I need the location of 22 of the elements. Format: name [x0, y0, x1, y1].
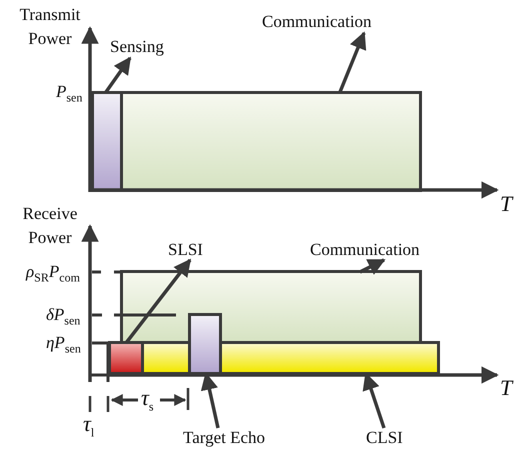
axis-title: Receive Power [22, 203, 78, 249]
axis-title: Transmit Power [18, 4, 82, 50]
leader-arrow [104, 56, 132, 93]
power-bar [108, 341, 144, 375]
annotation-text: CLSI [366, 428, 403, 447]
leader-arrow [338, 31, 366, 93]
level-label: δP$_{sen}$ [46, 305, 80, 330]
annotation-text: Sensing [110, 37, 164, 56]
leader-arrow [124, 258, 192, 344]
power-bar [188, 313, 222, 375]
annotation-text: Target Echo [183, 428, 266, 447]
annotation-text: SLSI [168, 240, 203, 259]
annotation-text: Communication [262, 12, 372, 31]
leader-arrow [359, 258, 386, 275]
level-label: ρ$_{SR}$P$_{com}$ [26, 262, 80, 286]
annotation-text: Communication [310, 240, 420, 259]
dimension-label: τ$_{l}$ [83, 414, 94, 442]
level-label: ηP$_{sen}$ [46, 333, 81, 358]
level-label: P$_{sen}$ [56, 82, 82, 106]
axis-label: T [500, 194, 512, 213]
dimension-label: τ$_{s}$ [141, 388, 154, 416]
axis-label: T [500, 378, 512, 397]
